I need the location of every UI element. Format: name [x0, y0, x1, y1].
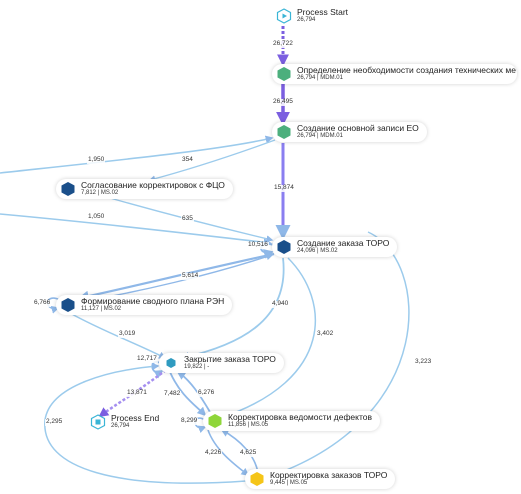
- play-icon: [276, 8, 292, 24]
- edge-left-a[interactable]: [0, 135, 274, 174]
- edge-label: 354: [181, 156, 194, 164]
- node-name: Корректировка ведомости дефектов: [228, 412, 373, 423]
- node-stats: 11,127 | MS.02: [81, 306, 122, 313]
- node-stats: 24,096 | MS.02: [297, 248, 338, 255]
- edge-soglas-zakaz[interactable]: [109, 197, 274, 243]
- node-name: Формирование сводного плана РЭН: [81, 296, 225, 307]
- node-stats: 19,822 | -: [184, 364, 210, 371]
- edge-label: 8,299: [180, 417, 199, 425]
- edge-label: 5,614: [181, 272, 200, 280]
- edge-label: 4,625: [239, 449, 258, 457]
- node-stats: 9,445 | MS.05: [270, 480, 308, 487]
- hexagon-icon: [60, 181, 76, 197]
- hexagon-icon: [60, 297, 76, 313]
- edge-label: 12,717: [136, 355, 158, 363]
- edge-zakaz-form[interactable]: [77, 252, 275, 302]
- edge-label: 26,722: [272, 40, 294, 48]
- node-stats: 7,812 | MS.02: [81, 190, 119, 197]
- node-stats: 26,794: [297, 17, 316, 24]
- edge-zakr-vedom-a[interactable]: [169, 371, 207, 417]
- edge-label: 3,402: [316, 330, 335, 338]
- edge-zakaz-korrz[interactable]: [263, 231, 410, 480]
- edge-label: 635: [181, 215, 194, 223]
- stop-icon: [90, 414, 106, 430]
- node-name: Process End: [111, 413, 160, 424]
- hexagon-icon: [276, 239, 292, 255]
- node-name: Согласование корректировок с ФЦО: [81, 180, 225, 191]
- edge-label: 4,940: [271, 300, 290, 308]
- edge-label: 1,050: [87, 213, 106, 221]
- edge-korrz-vedom[interactable]: [220, 429, 259, 474]
- edge-label: 1,950: [87, 156, 106, 164]
- edge-left-b[interactable]: [0, 213, 272, 247]
- edge-label: 6,276: [197, 389, 216, 397]
- node-opredelenie[interactable]: Определение необходимости создания техни…: [272, 64, 517, 84]
- hexagon-icon: [249, 471, 265, 487]
- edge-label: 2,295: [45, 418, 64, 426]
- edge-vedom-korrz[interactable]: [207, 429, 250, 476]
- node-stats: 26,794: [111, 423, 130, 430]
- node-name: Закрытие заказа ТОРО: [184, 354, 276, 365]
- edge-label: 15,874: [273, 184, 295, 192]
- edge-korrz-zakr[interactable]: [44, 362, 247, 484]
- edge-eo-soglas[interactable]: [148, 139, 276, 182]
- node-name: Создание основной записи ЕО: [297, 123, 419, 134]
- node-stats: 26,794 | MDM.01: [297, 75, 343, 82]
- node-name: Определение необходимости создания техни…: [297, 65, 516, 76]
- node-stats: 11,856 | MS.05: [228, 422, 269, 429]
- edge-label: 4,226: [204, 449, 223, 457]
- edge-label: 3,223: [414, 358, 433, 366]
- hexagon-icon: [276, 66, 292, 82]
- edge-label: 3,019: [118, 330, 137, 338]
- hexagon-icon: [276, 124, 292, 140]
- node-name: Корректировка заказов ТОРО: [270, 470, 388, 481]
- edge-label: 6,766: [33, 299, 52, 307]
- hexagon-icon: [163, 355, 179, 371]
- edge-label: 13,871: [126, 389, 148, 397]
- node-stats: 26,794 | MDM.01: [297, 133, 343, 140]
- node-name: Создание заказа ТОРО: [297, 238, 390, 249]
- hexagon-icon: [207, 413, 223, 429]
- edge-label: 26,495: [272, 98, 294, 106]
- edge-label: 7,482: [163, 390, 182, 398]
- edge-label: 10,516: [247, 241, 269, 249]
- edge-vedom-zakr[interactable]: [176, 371, 211, 413]
- edge-zakaz-vedom[interactable]: [218, 257, 317, 420]
- node-name: Process Start: [297, 7, 349, 18]
- edge-zakaz-zakr[interactable]: [180, 257, 285, 361]
